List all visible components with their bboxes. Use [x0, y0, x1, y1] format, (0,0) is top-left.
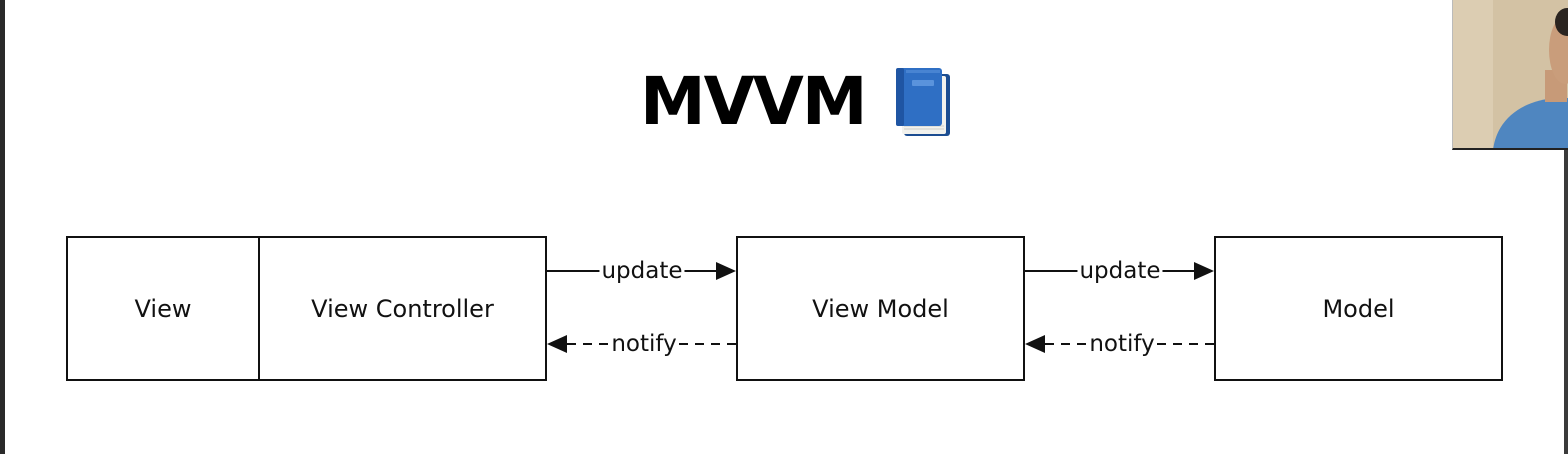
view-controller-node-label: View Controller: [311, 294, 494, 323]
webcam-overlay: [1452, 0, 1568, 150]
view-model-node-label: View Model: [812, 294, 949, 323]
view-node-label: View: [134, 294, 192, 323]
view-model-node: View Model: [736, 236, 1025, 381]
book-icon: [895, 68, 950, 136]
view-node: View: [66, 236, 260, 381]
notify-arrow-2-head: [1025, 335, 1045, 353]
title-area: MVVM: [640, 62, 952, 142]
frame-left-edge: [0, 0, 5, 454]
presenter-silhouette: [1453, 0, 1568, 148]
update-label-2: update: [1077, 258, 1163, 284]
update-arrow-2-head: [1194, 262, 1214, 280]
notify-label-2: notify: [1087, 331, 1157, 357]
notify-label-1: notify: [609, 331, 679, 357]
notify-arrow-1-head: [547, 335, 567, 353]
page-title: MVVM: [640, 63, 868, 140]
view-controller-node: View Controller: [258, 236, 547, 381]
update-label-1: update: [599, 258, 685, 284]
model-node: Model: [1214, 236, 1503, 381]
frame-right-edge: [1564, 150, 1568, 454]
update-arrow-1-head: [716, 262, 736, 280]
model-node-label: Model: [1322, 294, 1395, 323]
